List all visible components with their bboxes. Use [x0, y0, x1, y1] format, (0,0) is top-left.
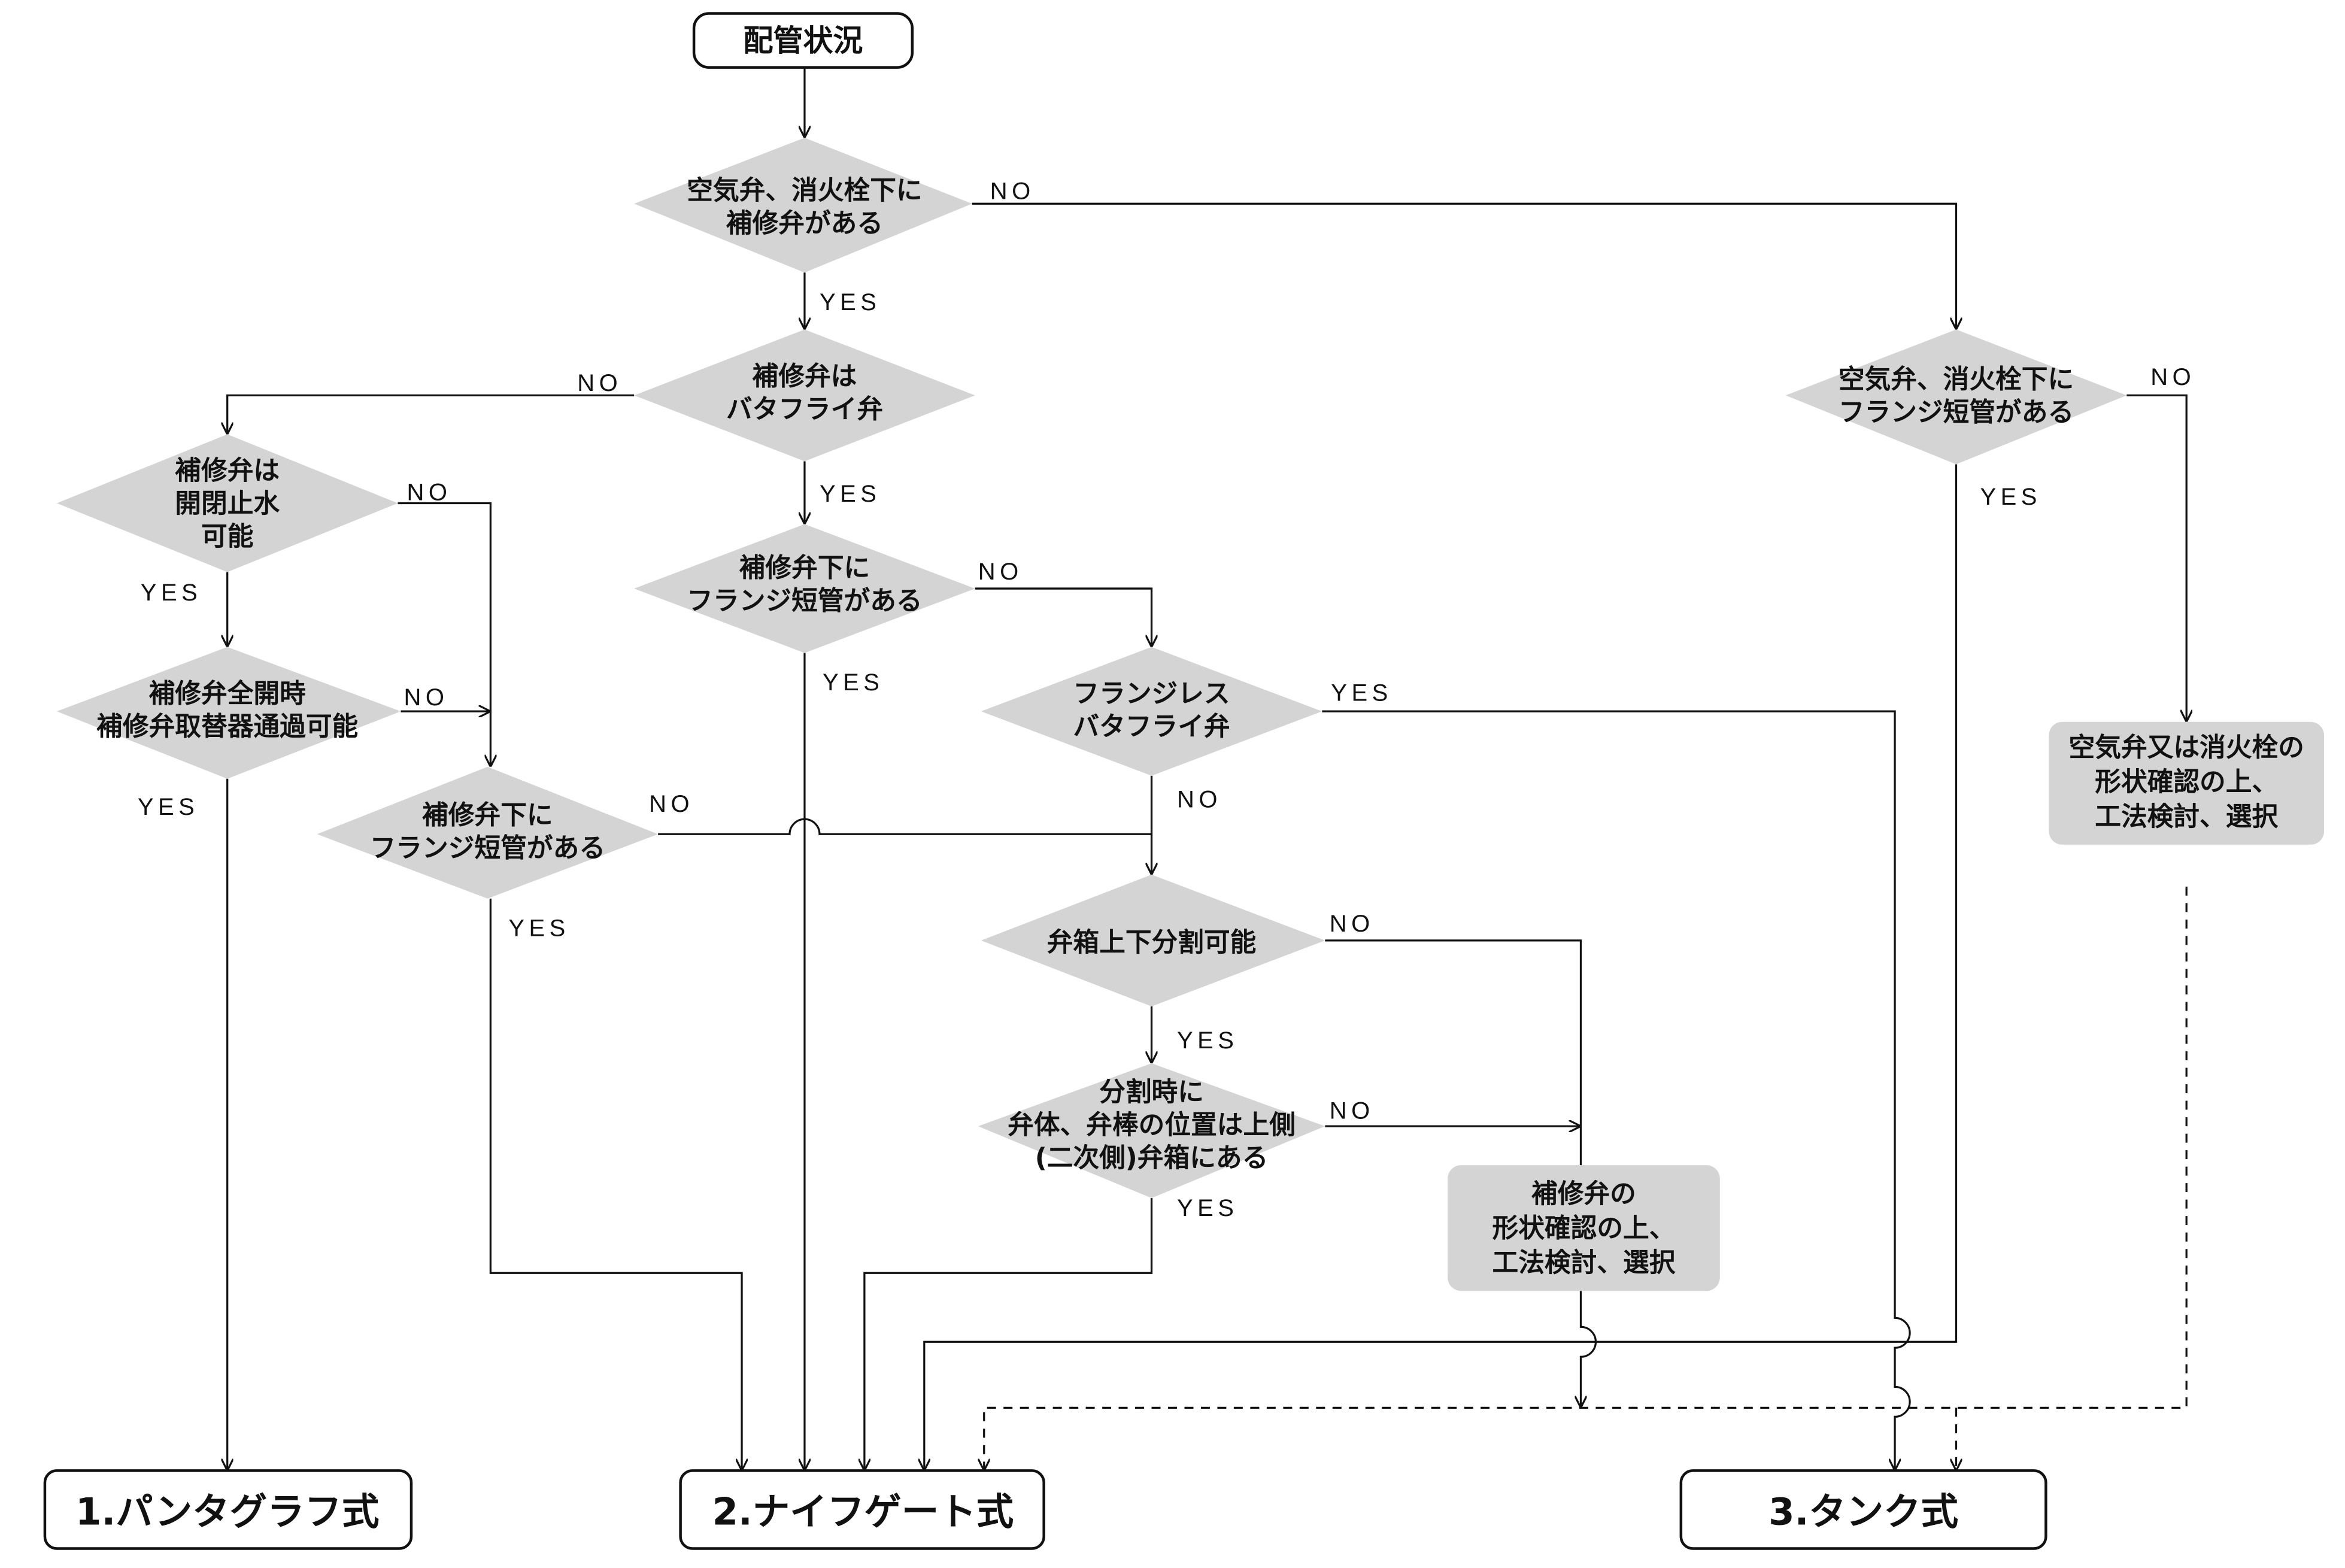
start-box: [692, 12, 914, 69]
decision-d10: [978, 1063, 1325, 1199]
note-n1-box: [2049, 721, 2325, 845]
label-d2-no: NO: [577, 370, 622, 396]
text-line: 補修弁下に: [422, 800, 553, 830]
text-line: (二次側)弁箱にある: [1035, 1143, 1269, 1173]
note-n2-text: 補修弁の形状確認の上、工法検討、選択: [1492, 1179, 1676, 1278]
edge-d6-no: [658, 818, 1152, 835]
result-pantograph-box: [43, 1469, 413, 1550]
decision-d6: [317, 766, 659, 899]
label-d7-yes: YES: [823, 669, 884, 696]
decision-d3: [1785, 329, 2127, 465]
decision-d9-text: 弁箱上下分割可能: [1047, 927, 1257, 957]
label-d4-no: NO: [406, 479, 451, 505]
edge-d6-yes: [489, 898, 742, 1471]
label-d8-no: NO: [1177, 786, 1222, 812]
edge-d3-yes: [924, 464, 1958, 1471]
label-d2-yes: YES: [820, 481, 881, 507]
text-line: フランジ短管がある: [1839, 397, 2074, 427]
decision-d1-text: 空気弁、消火栓下に補修弁がある: [687, 175, 922, 239]
text-line: 形状確認の上、: [1492, 1213, 1676, 1244]
text-line: 工法検討、選択: [2095, 801, 2278, 832]
text-line: バタフライ弁: [726, 394, 883, 424]
edge-d10-yes: [864, 1198, 1153, 1471]
text-line: 空気弁、消火栓下に: [687, 175, 922, 206]
result-knifegate-box: [679, 1469, 1045, 1550]
result-tank-box: [1679, 1469, 2047, 1550]
label-d10-no: NO: [1330, 1098, 1375, 1124]
note-n2-box: [1448, 1165, 1720, 1291]
label-d5-no: NO: [404, 684, 448, 711]
decision-d6-text: 補修弁下にフランジ短管がある: [370, 800, 605, 863]
decision-d2-text: 補修弁はバタフライ弁: [726, 361, 883, 424]
connectors: [227, 66, 2188, 1471]
text-line: フランジ短管がある: [370, 833, 605, 863]
branch-labels: NO YES NO YES NO YES NO YES NO YES NO YE…: [138, 178, 2195, 1222]
text-line: 分割時に: [1099, 1077, 1204, 1108]
label-d6-no: NO: [649, 791, 694, 817]
label-d9-no: NO: [1330, 911, 1375, 937]
decision-d3-text: 空気弁、消火栓下にフランジ短管がある: [1839, 364, 2074, 427]
label-d8-yes: YES: [1331, 680, 1392, 706]
decision-d5: [56, 647, 401, 779]
label-d3-no: NO: [2150, 364, 2195, 390]
text-line: 弁体、弁棒の位置は上側: [1008, 1110, 1296, 1141]
text-line: 可能: [201, 521, 253, 551]
edge-d8-yes: [1322, 710, 1911, 1471]
decision-d10-text: 分割時に弁体、弁棒の位置は上側(二次側)弁箱にある: [1008, 1077, 1296, 1173]
note-n1-text: 空気弁又は消火栓の形状確認の上、工法検討、選択: [2069, 732, 2304, 832]
text-line: 補修弁全開時: [149, 678, 306, 709]
text-line: 補修弁下に: [739, 553, 870, 583]
label-d3-yes: YES: [1980, 484, 2041, 510]
result-tank-label: 3.タンク式: [1768, 1490, 1958, 1533]
text-line: 補修弁は: [753, 361, 857, 392]
text-line: バタフライ弁: [1073, 711, 1230, 742]
label-d9-yes: YES: [1177, 1027, 1238, 1054]
label-d5-yes: YES: [138, 794, 199, 820]
result-pantograph-label: 1.パンタグラフ式: [75, 1490, 379, 1533]
edge-d2-no: [227, 394, 635, 435]
text-line: 工法検討、選択: [1492, 1248, 1676, 1278]
text-line: 空気弁又は消火栓の: [2069, 732, 2304, 763]
edge-n2-out: [1580, 1291, 1597, 1408]
text-line: 補修弁がある: [726, 208, 883, 239]
label-d4-yes: YES: [141, 580, 202, 606]
start-label: 配管状況: [744, 23, 863, 58]
decision-d5-text: 補修弁全開時補修弁取替器通過可能: [96, 678, 358, 742]
text-line: 空気弁、消火栓下に: [1839, 364, 2074, 395]
text-line: 弁箱上下分割可能: [1047, 927, 1257, 957]
decision-d8-text: フランジレスバタフライ弁: [1073, 678, 1230, 742]
label-d1-no: NO: [990, 178, 1035, 205]
text-line: フランジ短管がある: [687, 586, 922, 616]
decision-d7-text: 補修弁下にフランジ短管がある: [687, 553, 922, 616]
text-line: 補修弁取替器通過可能: [96, 711, 358, 742]
label-d7-no: NO: [978, 559, 1023, 585]
decision-d7: [634, 524, 975, 653]
text-line: 開閉止水: [175, 488, 280, 518]
decision-d9: [981, 874, 1325, 1006]
result-knifegate-label: 2.ナイフゲート式: [712, 1490, 1014, 1533]
edge-d9-no: [1325, 939, 1582, 1166]
edge-d7-no: [975, 587, 1152, 647]
edge-n1-dashed-to-r2: [984, 886, 2188, 1471]
label-d10-yes: YES: [1177, 1195, 1238, 1221]
decision-d4-text: 補修弁は開閉止水可能: [175, 455, 280, 551]
edge-d1-no: [972, 202, 1956, 330]
label-d6-yes: YES: [508, 915, 569, 941]
text-line: フランジレス: [1073, 678, 1230, 709]
edge-d3-no: [2126, 394, 2186, 722]
decision-d1: [634, 138, 972, 273]
label-d1-yes: YES: [820, 289, 881, 316]
text-line: 補修弁は: [175, 455, 280, 486]
text-line: 形状確認の上、: [2095, 767, 2278, 797]
text-line: 補修弁の: [1531, 1179, 1636, 1209]
edge-d4-no: [398, 502, 490, 767]
